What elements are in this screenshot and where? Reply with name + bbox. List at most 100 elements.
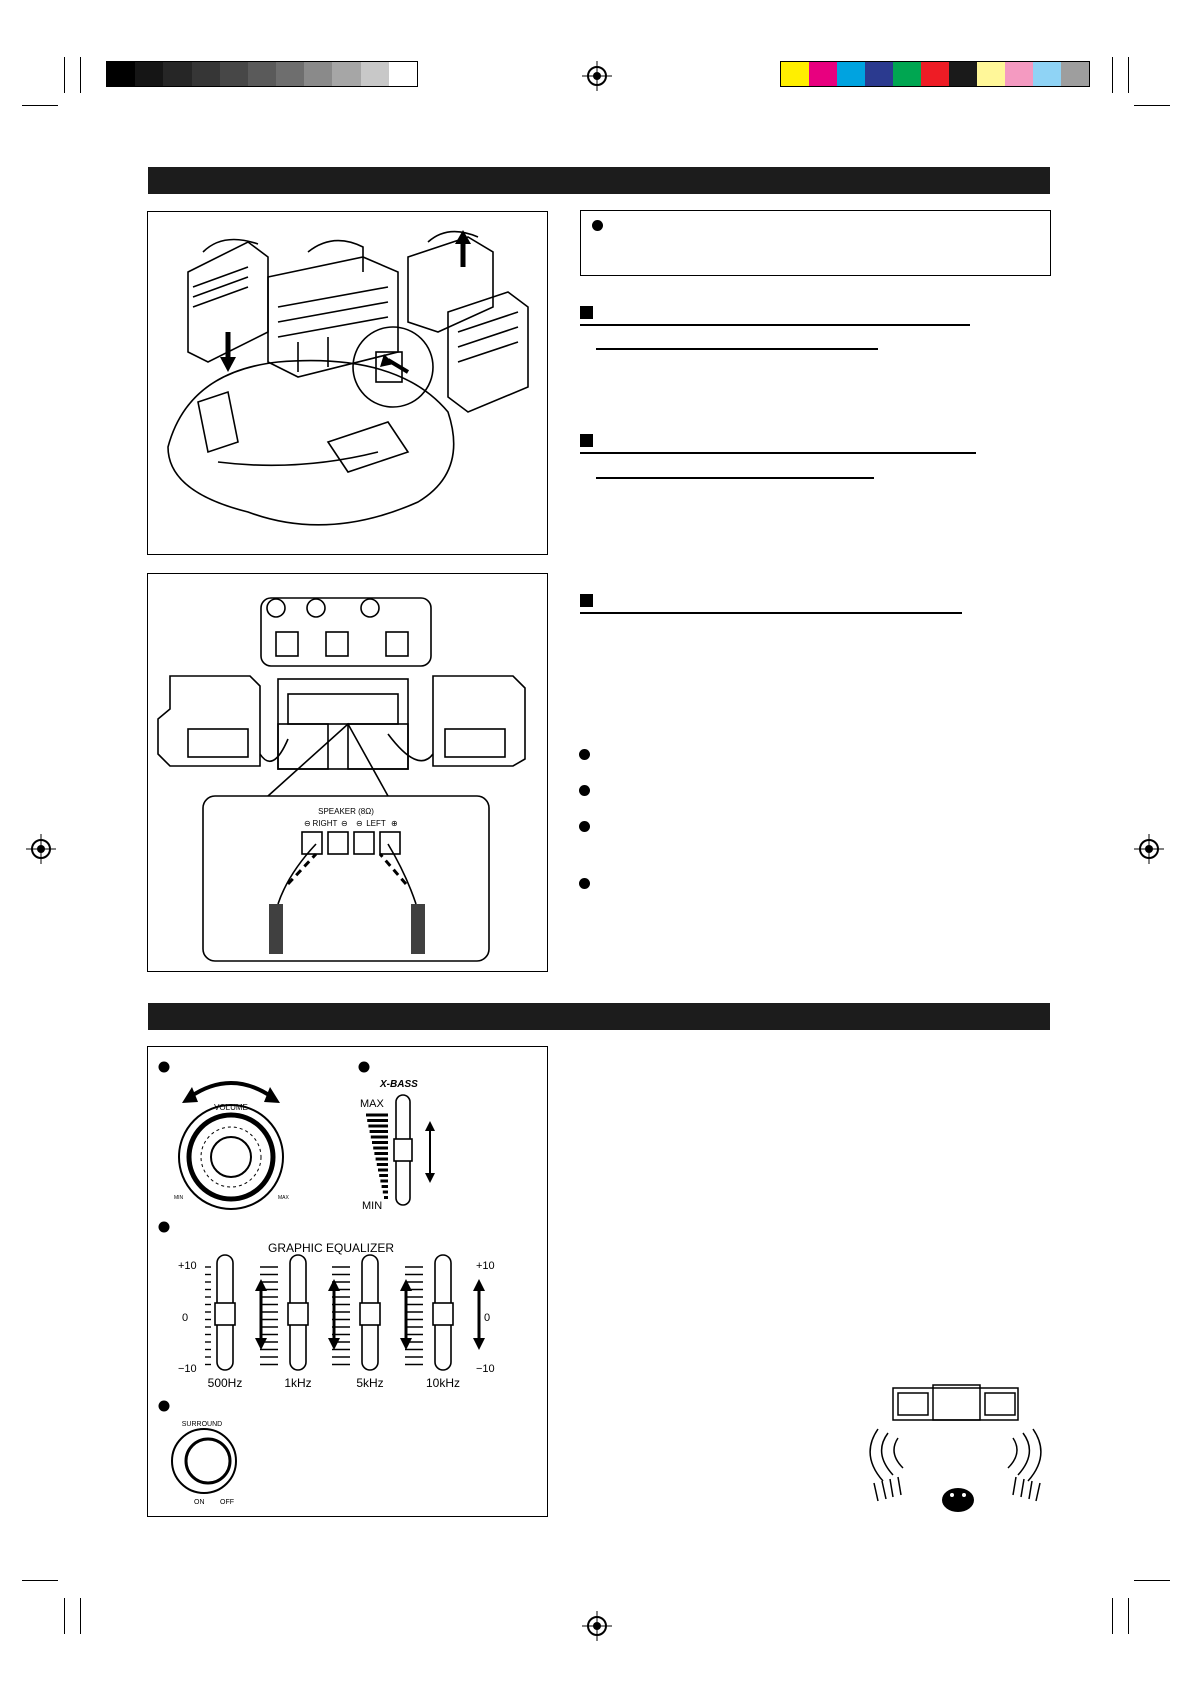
speaker-detach-illustration (167, 230, 529, 526)
eq-arrow-up (473, 1279, 485, 1291)
color-swatch (781, 62, 809, 86)
registration-target-bottom (582, 1611, 612, 1641)
crop-mark-bottom-left (22, 1580, 58, 1581)
eq-arrow-up (255, 1279, 267, 1291)
eq-band-label: 1kHz (284, 1376, 311, 1390)
eq-band-5khz: 5kHz (332, 1254, 412, 1390)
eq-band-label: 500Hz (208, 1376, 243, 1390)
eq-sliders: 500Hz 1kHz 5kHz 10kHz (205, 1254, 485, 1390)
crop-mark-top-left-v (64, 57, 65, 93)
eq-plus-left: +10 (178, 1260, 197, 1272)
gray-swatch (163, 62, 192, 86)
eq-arrow-down (473, 1338, 485, 1350)
eq-arrow-down (328, 1338, 340, 1350)
eq-arrow-down (400, 1338, 412, 1350)
eq-arrow-up (328, 1279, 340, 1291)
eq-minus-right: −10 (476, 1363, 495, 1375)
sound-controls-illustration: VOLUME MIN MAX X-BASS MAX MIN GRAPHIC EQ… (158, 1061, 495, 1506)
list-bullet-2 (579, 785, 590, 796)
xbass-level-wedge (366, 1113, 388, 1199)
figure-speaker-detach (147, 211, 548, 555)
eq-arrow-up (400, 1279, 412, 1291)
eq-slider-knob (432, 1302, 454, 1326)
crop-mark-bottom-right-v2 (1128, 1598, 1129, 1634)
figure-speaker-connection: SPEAKER (8Ω) RIGHT LEFT ⊖ ⊖ ⊖ ⊕ (147, 573, 548, 972)
color-swatch (865, 62, 893, 86)
eq-arrow-down (255, 1338, 267, 1350)
speaker-left-label: LEFT (366, 819, 386, 828)
subheading-marker-2 (580, 434, 593, 447)
xbass-slider-knob (393, 1138, 413, 1162)
section-header-bar-2 (148, 1003, 1050, 1030)
controls-bullet-surround (158, 1400, 170, 1412)
controls-bullet-eq (158, 1221, 170, 1233)
gray-swatch (388, 62, 417, 86)
xbass-max-label: MAX (360, 1098, 385, 1110)
eq-band-10khz: 10kHz (405, 1254, 485, 1390)
color-swatch (893, 62, 921, 86)
gray-swatch (276, 62, 305, 86)
note-box (580, 210, 1051, 276)
grayscale-calibration-bar (106, 61, 418, 87)
surround-button-ring (171, 1428, 237, 1494)
speaker-terminal-title: SPEAKER (8Ω) (318, 807, 374, 816)
terminal-minus-left: ⊖ (356, 819, 363, 828)
controls-bullet-xbass (358, 1061, 370, 1073)
eq-zero-right: 0 (484, 1312, 490, 1324)
speaker-connection-illustration: SPEAKER (8Ω) RIGHT LEFT ⊖ ⊖ ⊖ ⊕ (157, 597, 526, 962)
gray-swatch (332, 62, 361, 86)
xbass-label: X-BASS (379, 1079, 418, 1090)
color-swatch (1061, 62, 1089, 86)
surround-label: SURROUND (182, 1421, 222, 1428)
eq-band-label: 10kHz (426, 1376, 460, 1390)
volume-knob (178, 1081, 284, 1210)
terminal-minus-right-2: ⊖ (341, 819, 348, 828)
color-swatch (837, 62, 865, 86)
gray-swatch (219, 62, 248, 86)
crop-mark-top-right-v2 (1128, 57, 1129, 93)
crop-mark-top-left (22, 105, 58, 106)
subheading-marker-3 (580, 594, 593, 607)
surround-button (184, 1437, 232, 1485)
list-bullet-4 (579, 878, 590, 889)
surround-effect-illustration (869, 1384, 1042, 1512)
section-header-bar-1 (148, 167, 1050, 194)
listener-head (942, 1488, 974, 1512)
eq-plus-right: +10 (476, 1260, 495, 1272)
color-swatch (809, 62, 837, 86)
eq-slider-knob (287, 1302, 309, 1326)
terminal-plus-left: ⊕ (391, 819, 398, 828)
list-bullet-1 (579, 749, 590, 760)
speaker-right-label: RIGHT (313, 819, 338, 828)
subheading-rule-1 (580, 324, 970, 326)
list-bullet-3 (579, 821, 590, 832)
subheading-rule-2b (596, 477, 874, 479)
volume-label: VOLUME (214, 1103, 248, 1112)
subheading-marker-1 (580, 306, 593, 319)
subheading-rule-3 (580, 612, 962, 614)
crop-mark-bottom-left-v2 (80, 1598, 81, 1634)
eq-slider-knob (359, 1302, 381, 1326)
figure-sound-controls: VOLUME MIN MAX X-BASS MAX MIN GRAPHIC EQ… (147, 1046, 548, 1517)
color-swatch (1033, 62, 1061, 86)
surround-off-label: OFF (220, 1499, 234, 1506)
controls-bullet-volume (158, 1061, 170, 1073)
gray-swatch (135, 62, 164, 86)
crop-mark-bottom-left-v (64, 1598, 65, 1634)
subheading-rule-1b (596, 348, 878, 350)
crop-mark-top-right-v (1112, 57, 1113, 93)
color-swatch (1005, 62, 1033, 86)
eq-zero-left: 0 (182, 1312, 188, 1324)
eq-title: GRAPHIC EQUALIZER (268, 1241, 394, 1255)
registration-target-right (1134, 834, 1164, 864)
registration-target-top (582, 61, 612, 91)
xbass-updown-arrow (425, 1121, 435, 1183)
eq-slider-knob (214, 1302, 236, 1326)
color-swatch (921, 62, 949, 86)
crop-mark-top-left-v2 (80, 57, 81, 93)
registration-target-left (26, 834, 56, 864)
gray-swatch (191, 62, 220, 86)
gray-swatch (304, 62, 333, 86)
color-calibration-bar (780, 61, 1090, 87)
eq-band-500hz: 500Hz (205, 1254, 267, 1390)
